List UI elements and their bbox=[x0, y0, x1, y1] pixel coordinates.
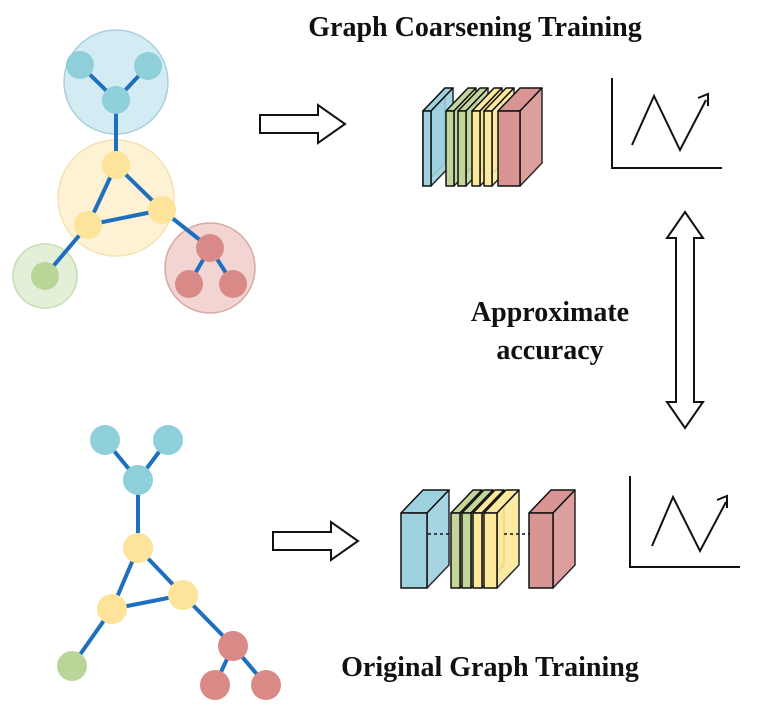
coarsened-model-stack bbox=[422, 87, 543, 187]
node-red bbox=[200, 670, 230, 700]
arrow-right-icon bbox=[259, 103, 347, 145]
node-yellow bbox=[168, 580, 198, 610]
plot-axes bbox=[611, 78, 722, 169]
model-layer-yellow bbox=[483, 489, 520, 589]
model-layer-red bbox=[528, 489, 576, 589]
arrow-right-icon bbox=[272, 520, 360, 562]
accuracy-curve bbox=[651, 494, 727, 554]
node-yellow bbox=[123, 533, 153, 563]
original-graph bbox=[57, 425, 281, 700]
original-accuracy-plot bbox=[629, 476, 740, 568]
node-red bbox=[175, 270, 203, 298]
accuracy-curve bbox=[631, 93, 707, 153]
model-layer-blue bbox=[400, 489, 450, 589]
arrow-head bbox=[697, 92, 709, 106]
node-red bbox=[219, 270, 247, 298]
coarsened-accuracy-plot bbox=[611, 78, 722, 169]
plot-axes bbox=[629, 476, 740, 568]
node-green bbox=[57, 651, 87, 681]
original-model-stack bbox=[400, 489, 576, 589]
node-blue bbox=[66, 51, 94, 79]
node-red bbox=[196, 234, 224, 262]
node-blue bbox=[123, 465, 153, 495]
node-blue bbox=[90, 425, 120, 455]
node-yellow bbox=[74, 211, 102, 239]
node-blue bbox=[134, 52, 162, 80]
node-yellow bbox=[102, 151, 130, 179]
approximate-accuracy-line-1: Approximate bbox=[470, 297, 630, 328]
node-blue bbox=[153, 425, 183, 455]
node-yellow bbox=[148, 196, 176, 224]
model-layer-red bbox=[497, 87, 543, 187]
coarsening-training-title: Graph Coarsening Training bbox=[308, 12, 642, 43]
node-red bbox=[251, 670, 281, 700]
original-training-title: Original Graph Training bbox=[341, 652, 639, 683]
node-green bbox=[31, 262, 59, 290]
approximate-accuracy-label: Approximate accuracy bbox=[430, 294, 670, 370]
node-red bbox=[218, 631, 248, 661]
double-arrow-icon bbox=[665, 210, 705, 430]
approximate-accuracy-line-2: accuracy bbox=[496, 335, 604, 366]
node-blue bbox=[102, 86, 130, 114]
node-yellow bbox=[97, 594, 127, 624]
coarsened-graph bbox=[12, 29, 256, 314]
arrow-head bbox=[716, 494, 728, 508]
